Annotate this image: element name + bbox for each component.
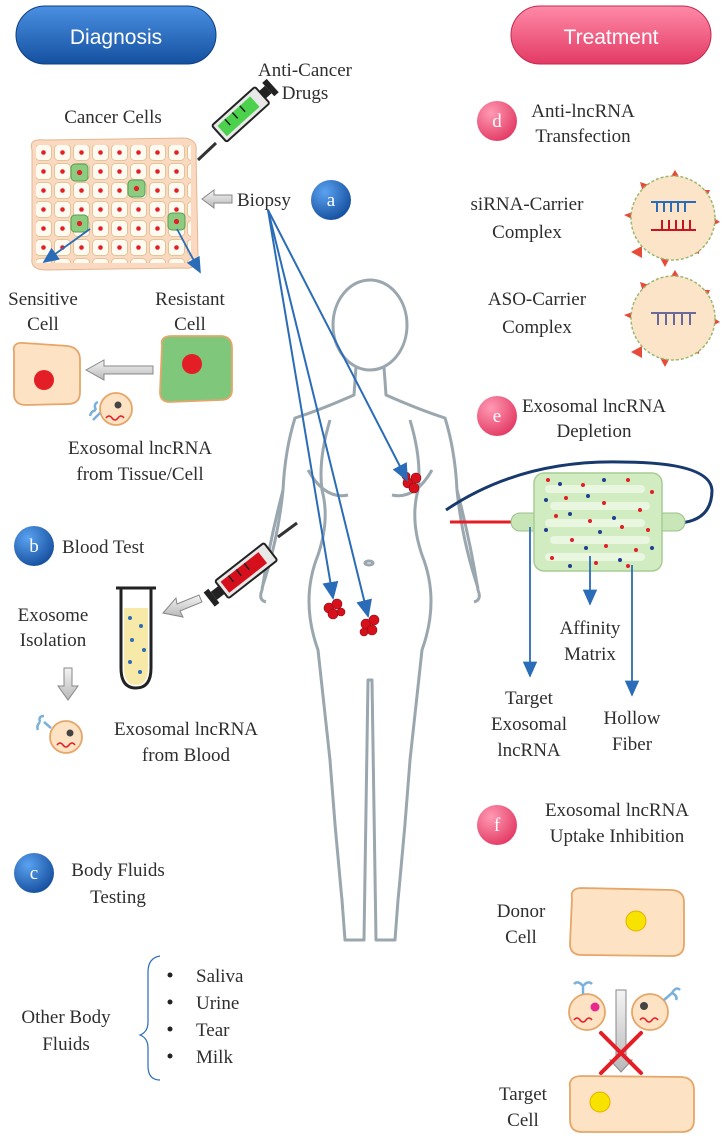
sensitive-cell-label-2: Cell (27, 314, 59, 335)
target-cell-label-2: Cell (507, 1110, 539, 1131)
blocked-uptake (568, 981, 681, 1075)
blood-syringe (203, 521, 298, 607)
aso-complex-label-2: Complex (502, 317, 572, 338)
biopsy-lines (267, 209, 408, 618)
sample-arrow (162, 594, 203, 618)
resistant-cell-label-2: Cell (174, 314, 206, 335)
donor-cell-label-2: Cell (505, 927, 537, 948)
badge-c: c (14, 853, 54, 893)
badge-b: b (14, 526, 54, 566)
exosome-blood (36, 714, 83, 754)
resistant-cell (159, 335, 233, 403)
body-silhouette (259, 278, 481, 942)
donor-cell (569, 887, 685, 957)
anti-cancer-drugs-label-1: Anti-Cancer (258, 60, 353, 81)
fluid-item-saliva: Saliva (196, 966, 244, 987)
badge-d-text: d (492, 111, 502, 132)
cancer-cell-tissue (30, 137, 199, 271)
target-exosomal-label-3: lncRNA (497, 740, 561, 761)
sensitive-cell (12, 342, 81, 406)
biopsy-label: Biopsy (237, 190, 291, 211)
fluid-item-tear: Tear (196, 1020, 230, 1041)
badge-f-text: f (494, 815, 501, 836)
body-fluids-testing-label-1: Body Fluids (71, 860, 164, 881)
isolation-down-arrow (57, 667, 79, 701)
treatment-header: Treatment (510, 5, 712, 65)
target-exosomal-label-2: Exosomal (491, 714, 567, 735)
badge-c-text: c (30, 863, 38, 884)
badge-e-text: e (493, 406, 501, 427)
exosome-transfer-arrow (84, 359, 154, 381)
biopsy-arrow (201, 189, 233, 209)
depletion-label-2: Depletion (557, 421, 632, 442)
exosome-isolation-label-2: Isolation (20, 630, 87, 651)
badge-f: f (477, 805, 517, 845)
anti-cancer-syringe (196, 78, 279, 162)
exosomal-blood-label-2: from Blood (142, 745, 231, 766)
uptake-inhibition-label-1: Exosomal lncRNA (545, 800, 689, 821)
target-cell-label-1: Target (499, 1084, 548, 1105)
badge-e: e (477, 396, 517, 436)
sirna-complex-label-1: siRNA-Carrier (471, 194, 585, 215)
hollow-fiber-device (445, 460, 714, 697)
other-body-fluids-label-1: Other Body (21, 1007, 111, 1028)
diagnosis-header-text: Diagnosis (70, 26, 162, 49)
sensitive-cell-label-1: Sensitive (8, 289, 78, 310)
exosomal-tissue-label-2: from Tissue/Cell (76, 464, 203, 485)
affinity-matrix-label-2: Matrix (564, 644, 616, 665)
fluid-list: Saliva Urine Tear Milk (167, 966, 244, 1068)
affinity-matrix-label-1: Affinity (560, 618, 621, 639)
cancer-cells-label: Cancer Cells (64, 107, 162, 128)
uptake-inhibition-label-2: Uptake Inhibition (550, 826, 685, 847)
anti-lncrna-label-1: Anti-lncRNA (531, 101, 635, 122)
diagnosis-header: Diagnosis (15, 5, 217, 65)
other-body-fluids-label-2: Fluids (42, 1034, 90, 1055)
resistant-cell-label-1: Resistant (155, 289, 225, 310)
target-exosomal-label-1: Target (505, 688, 554, 709)
badge-a-text: a (327, 190, 336, 211)
body-fluids-testing-label-2: Testing (90, 887, 146, 908)
exosomal-tissue-label-1: Exosomal lncRNA (68, 438, 212, 459)
arrow-to-resistant (176, 228, 201, 274)
ovary-lesion-right (359, 614, 380, 637)
aso-carrier-complex (624, 270, 720, 367)
badge-d: d (477, 101, 517, 141)
arrow-to-sensitive (42, 228, 91, 264)
anti-lncrna-label-2: Transfection (535, 126, 631, 147)
exosome-left (568, 981, 606, 1031)
exosome-right (631, 987, 681, 1031)
badge-a: a (311, 180, 351, 220)
fluid-item-urine: Urine (196, 993, 239, 1014)
hollow-fiber-label-1: Hollow (604, 708, 661, 729)
blood-test-label: Blood Test (62, 537, 145, 558)
hollow-fiber-label-2: Fiber (612, 734, 653, 755)
badge-b-text: b (29, 536, 39, 557)
exosome-tissue (88, 392, 133, 426)
test-tube (116, 586, 156, 690)
exosomal-blood-label-1: Exosomal lncRNA (114, 719, 258, 740)
treatment-header-text: Treatment (564, 26, 659, 49)
ovary-lesion-left (323, 598, 346, 620)
sirna-carrier-complex (624, 170, 720, 267)
donor-cell-label-1: Donor (497, 901, 546, 922)
anti-cancer-drugs-label-2: Drugs (282, 83, 328, 104)
aso-complex-label-1: ASO-Carrier (488, 289, 587, 310)
target-cell (568, 1075, 695, 1133)
block-x-icon (599, 1031, 643, 1075)
exosome-isolation-label-1: Exosome (18, 605, 89, 626)
fluid-item-milk: Milk (196, 1047, 233, 1068)
depletion-label-1: Exosomal lncRNA (522, 396, 666, 417)
fluids-brace (138, 955, 161, 1081)
sirna-complex-label-2: Complex (492, 222, 562, 243)
